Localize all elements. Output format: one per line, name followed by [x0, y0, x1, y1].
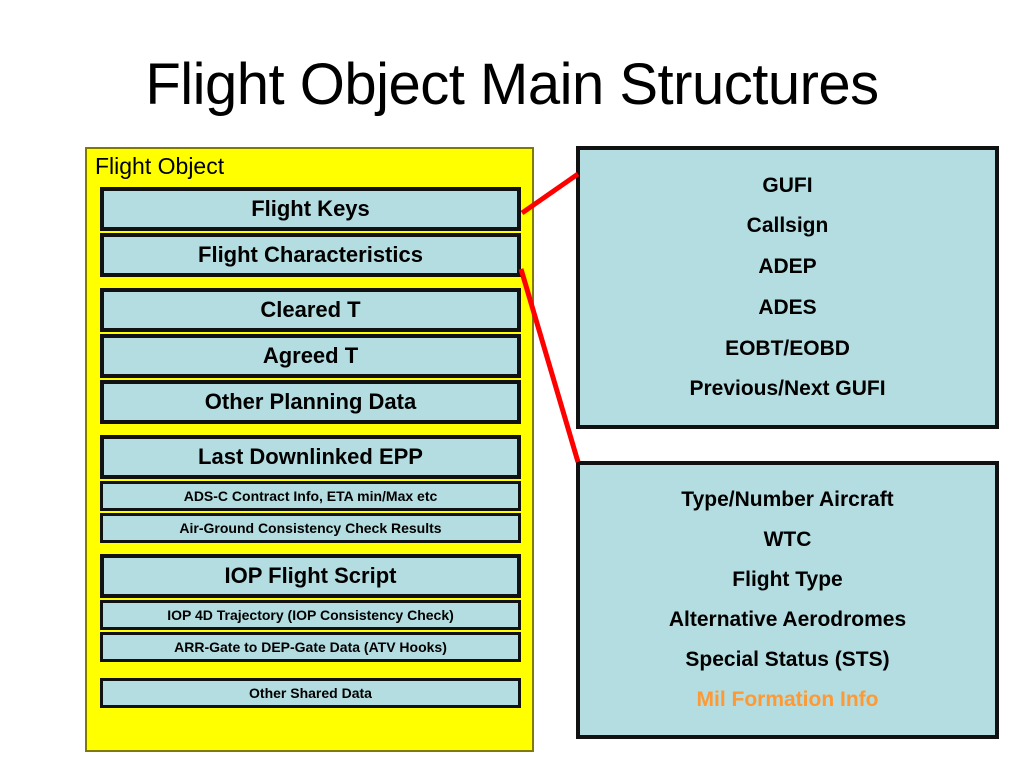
flight-object-row[interactable]: Other Shared Data	[100, 678, 521, 708]
flight-object-row-label: Agreed T	[262, 343, 359, 368]
detail-line: Alternative Aerodromes	[668, 608, 907, 631]
flight-object-row-label: Other Planning Data	[204, 389, 417, 414]
flight-object-row-label: Flight Keys	[251, 196, 370, 221]
flight-object-row[interactable]: Flight Keys	[100, 187, 521, 231]
flight-object-row[interactable]: Agreed T	[100, 334, 521, 378]
detail-line: Callsign	[746, 214, 829, 238]
flight-object-row[interactable]: Air-Ground Consistency Check Results	[100, 513, 521, 543]
detail-line: Special Status (STS)	[685, 648, 890, 671]
flight-object-row[interactable]: Cleared T	[100, 288, 521, 332]
flight-object-label: Flight Object	[95, 153, 225, 179]
flight-object-row-label: ARR-Gate to DEP-Gate Data (ATV Hooks)	[174, 639, 447, 655]
detail-line: WTC	[763, 528, 812, 551]
flight-object-row-label: Flight Characteristics	[198, 242, 423, 267]
page-title: Flight Object Main Structures	[145, 52, 879, 117]
flight-object-row[interactable]: Last Downlinked EPP	[100, 435, 521, 479]
flight-object-row-label: ADS-C Contract Info, ETA min/Max etc	[183, 488, 438, 504]
flight-object-row-label: Last Downlinked EPP	[198, 444, 423, 469]
flight-object-row[interactable]: ARR-Gate to DEP-Gate Data (ATV Hooks)	[100, 632, 521, 662]
flight-object-row[interactable]: ADS-C Contract Info, ETA min/Max etc	[100, 481, 521, 511]
detail-line: Flight Type	[732, 568, 843, 591]
flight-object-row[interactable]: IOP Flight Script	[100, 554, 521, 598]
detail-line: EOBT/EOBD	[725, 336, 850, 360]
flight-object-row[interactable]: IOP 4D Trajectory (IOP Consistency Check…	[100, 600, 521, 630]
flight-object-row-label: Other Shared Data	[249, 685, 372, 701]
flight-object-row[interactable]: Other Planning Data	[100, 380, 521, 424]
detail-line: Mil Formation Info	[696, 688, 879, 711]
detail-line: Type/Number Aircraft	[681, 488, 894, 511]
detail-line: ADES	[758, 295, 817, 319]
flight-object-row-label: Air-Ground Consistency Check Results	[179, 520, 442, 536]
flight-object-row-label: Cleared T	[260, 297, 361, 322]
flight-object-row[interactable]: Flight Characteristics	[100, 233, 521, 277]
detail-line: ADEP	[758, 255, 817, 279]
detail-line: GUFI	[762, 173, 813, 197]
flight-object-row-label: IOP Flight Script	[224, 563, 397, 588]
flight-object-row-label: IOP 4D Trajectory (IOP Consistency Check…	[167, 607, 454, 623]
detail-line: Previous/Next GUFI	[689, 377, 886, 401]
